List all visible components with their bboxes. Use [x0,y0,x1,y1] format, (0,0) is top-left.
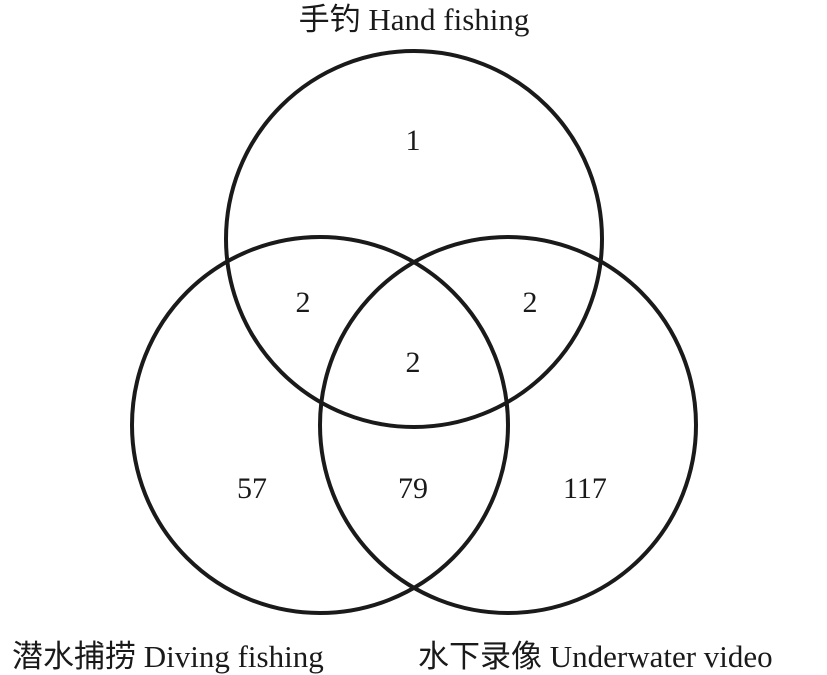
region-video-only: 117 [563,472,607,505]
hand-fishing-label: 手钓 Hand fishing [299,2,530,37]
underwater-video-circle [318,235,698,615]
region-diving-only: 57 [237,472,267,505]
diving-fishing-label: 潜水捕捞 Diving fishing [12,639,324,674]
diving-fishing-circle [130,235,510,615]
region-hand-video: 2 [523,286,538,319]
region-all-three: 2 [406,346,421,379]
region-hand-only: 1 [406,124,421,157]
region-hand-diving: 2 [296,286,311,319]
underwater-video-label: 水下录像 Underwater video [418,639,773,674]
region-diving-video: 79 [398,472,428,505]
hand-fishing-circle [224,49,604,429]
